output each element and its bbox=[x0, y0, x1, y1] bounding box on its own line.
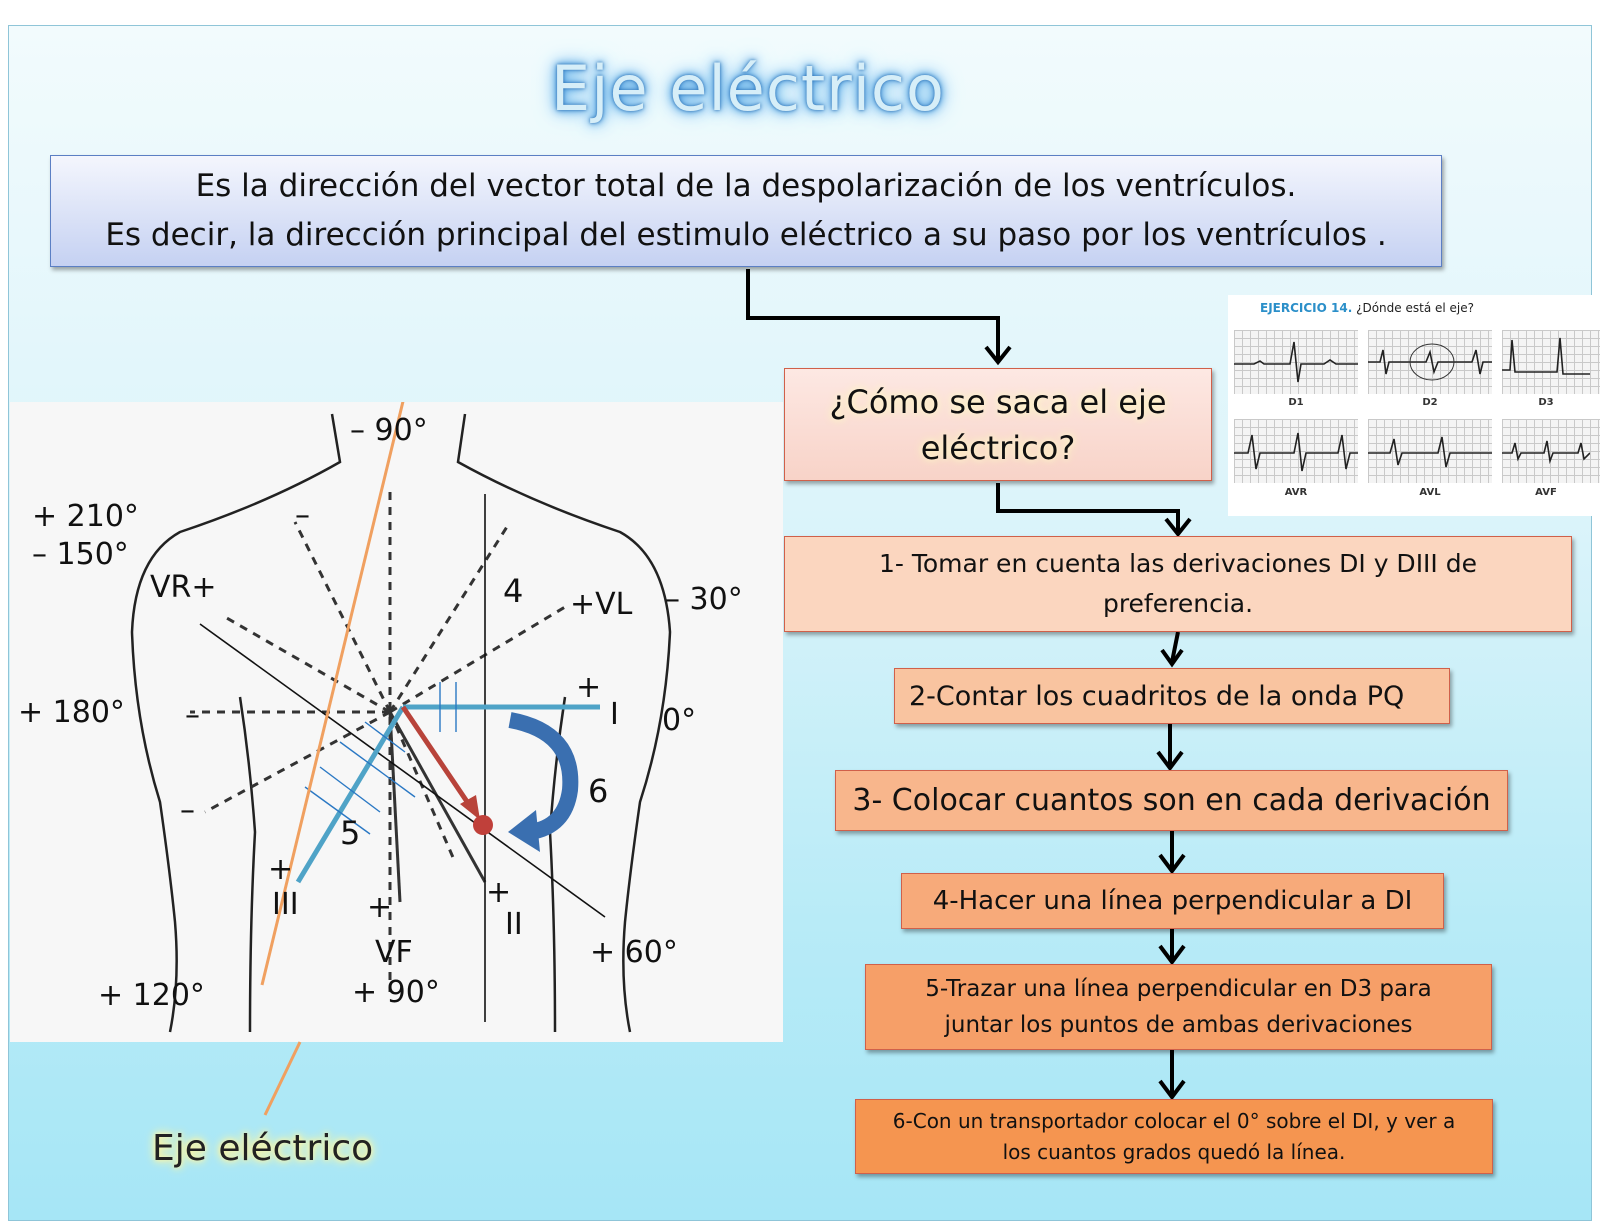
marker-5: 5 bbox=[340, 814, 360, 852]
ekg-lead-label-avf: AVF bbox=[1535, 487, 1557, 498]
ekg-panel-title-rest: ¿Dónde está el eje? bbox=[1356, 301, 1474, 315]
sign-plus-i: + bbox=[576, 670, 601, 705]
marker-6: 6 bbox=[588, 772, 608, 810]
electric-axis-caption: Eje eléctrico bbox=[152, 1128, 374, 1169]
lead-label-vr: VR+ bbox=[150, 570, 217, 605]
step-6-line-1: 6-Con un transportador colocar el 0° sob… bbox=[892, 1108, 1456, 1133]
sign-minus-lower: – bbox=[180, 793, 195, 828]
step-3-line-1: 3- Colocar cuantos son en cada derivació… bbox=[852, 783, 1491, 818]
ekg-panel-title: EJERCICIO 14. ¿Dónde está el eje? bbox=[1260, 301, 1474, 315]
ekg-lead-d3 bbox=[1502, 330, 1600, 394]
ekg-lead-label-d3: D3 bbox=[1538, 397, 1554, 408]
lead-label-iii: III bbox=[272, 887, 299, 922]
sign-minus-upper: – bbox=[295, 498, 310, 533]
ekg-lead-avr bbox=[1234, 419, 1358, 483]
ekg-panel-title-bold: EJERCICIO 14. bbox=[1260, 301, 1353, 315]
angle-label-plus90: + 90° bbox=[352, 975, 440, 1010]
connector-question-step1 bbox=[996, 483, 1180, 532]
ekg-exercise-panel: EJERCICIO 14. ¿Dónde está el eje? D1 D2 … bbox=[1228, 295, 1600, 516]
definition-line-1: Es la dirección del vector total de la d… bbox=[195, 168, 1297, 204]
question-line-2: eléctrico? bbox=[920, 428, 1076, 467]
angle-label-minus90: – 90° bbox=[350, 413, 428, 448]
definition-line-2: Es decir, la dirección principal del est… bbox=[105, 217, 1387, 253]
step-5-line-2: juntar los puntos de ambas derivaciones bbox=[944, 1012, 1413, 1038]
step-4-line-1: 4-Hacer una línea perpendicular a DI bbox=[932, 886, 1413, 916]
tick-marks bbox=[304, 682, 457, 835]
definition-box: Es la dirección del vector total de la d… bbox=[50, 155, 1442, 267]
step-6-box: 6-Con un transportador colocar el 0° sob… bbox=[855, 1099, 1493, 1174]
lead-axes-dashed bbox=[190, 492, 566, 992]
sign-plus-iii: + bbox=[268, 852, 293, 887]
marker-4: 4 bbox=[503, 572, 523, 610]
step-1-box: 1- Tomar en cuenta las derivaciones DI y… bbox=[784, 536, 1572, 632]
step-6-line-2: los cuantos grados quedó la línea. bbox=[1002, 1139, 1346, 1164]
ekg-lead-avf bbox=[1502, 419, 1600, 483]
sign-plus-ii: + bbox=[486, 875, 511, 910]
lead-label-i: I bbox=[610, 697, 619, 732]
angle-label-plus120: + 120° bbox=[98, 978, 205, 1013]
connector-definition-question bbox=[746, 269, 1000, 360]
angle-label-zero: 0° bbox=[662, 703, 696, 738]
ekg-lead-label-avl: AVL bbox=[1419, 487, 1441, 498]
ekg-lead-d2 bbox=[1368, 330, 1492, 394]
sign-minus-left: – bbox=[185, 698, 200, 733]
angle-label-minus30: – 30° bbox=[665, 582, 743, 617]
lead-label-vf: VF bbox=[375, 935, 413, 970]
ekg-lead-d1 bbox=[1234, 330, 1358, 394]
electric-axis-arrow bbox=[400, 705, 493, 835]
lead-label-vl: +VL bbox=[570, 587, 633, 622]
perpendicular-line-diii bbox=[199, 623, 606, 918]
ekg-lead-label-avr: AVR bbox=[1284, 487, 1308, 498]
step-5-line-1: 5-Trazar una línea perpendicular en D3 p… bbox=[925, 976, 1432, 1002]
step-2-box: 2-Contar los cuadritos de la onda PQ bbox=[894, 668, 1450, 724]
curved-rotation-arrow bbox=[508, 712, 579, 852]
step-1-line-2: preferencia. bbox=[1102, 589, 1254, 618]
angle-label-plus60: + 60° bbox=[590, 935, 678, 970]
angle-label-plus180: + 180° bbox=[18, 695, 125, 730]
step-5-box: 5-Trazar una línea perpendicular en D3 p… bbox=[865, 964, 1492, 1050]
angle-label-plus210: + 210° bbox=[32, 499, 139, 534]
angle-label-minus150: – 150° bbox=[32, 537, 129, 572]
connector-step1-step2 bbox=[1170, 631, 1180, 663]
question-line-1: ¿Cómo se saca el eje bbox=[829, 382, 1167, 421]
step-2-line-1: 2-Contar los cuadritos de la onda PQ bbox=[909, 680, 1405, 712]
question-box: ¿Cómo se saca el eje eléctrico? bbox=[784, 368, 1212, 481]
step-4-box: 4-Hacer una línea perpendicular a DI bbox=[901, 873, 1444, 929]
lead-axes-solid bbox=[388, 711, 487, 903]
sign-plus-vf: + bbox=[367, 890, 392, 925]
ekg-lead-label-d2: D2 bbox=[1422, 397, 1438, 408]
ekg-lead-label-d1: D1 bbox=[1288, 397, 1304, 408]
page-title: Eje eléctrico bbox=[551, 52, 945, 125]
lead-label-ii: II bbox=[505, 907, 523, 942]
step-1-line-1: 1- Tomar en cuenta las derivaciones DI y… bbox=[878, 549, 1478, 578]
step-3-box: 3- Colocar cuantos son en cada derivació… bbox=[835, 770, 1508, 831]
lead-iii-count-line bbox=[295, 705, 406, 884]
ekg-lead-avl bbox=[1368, 419, 1492, 483]
